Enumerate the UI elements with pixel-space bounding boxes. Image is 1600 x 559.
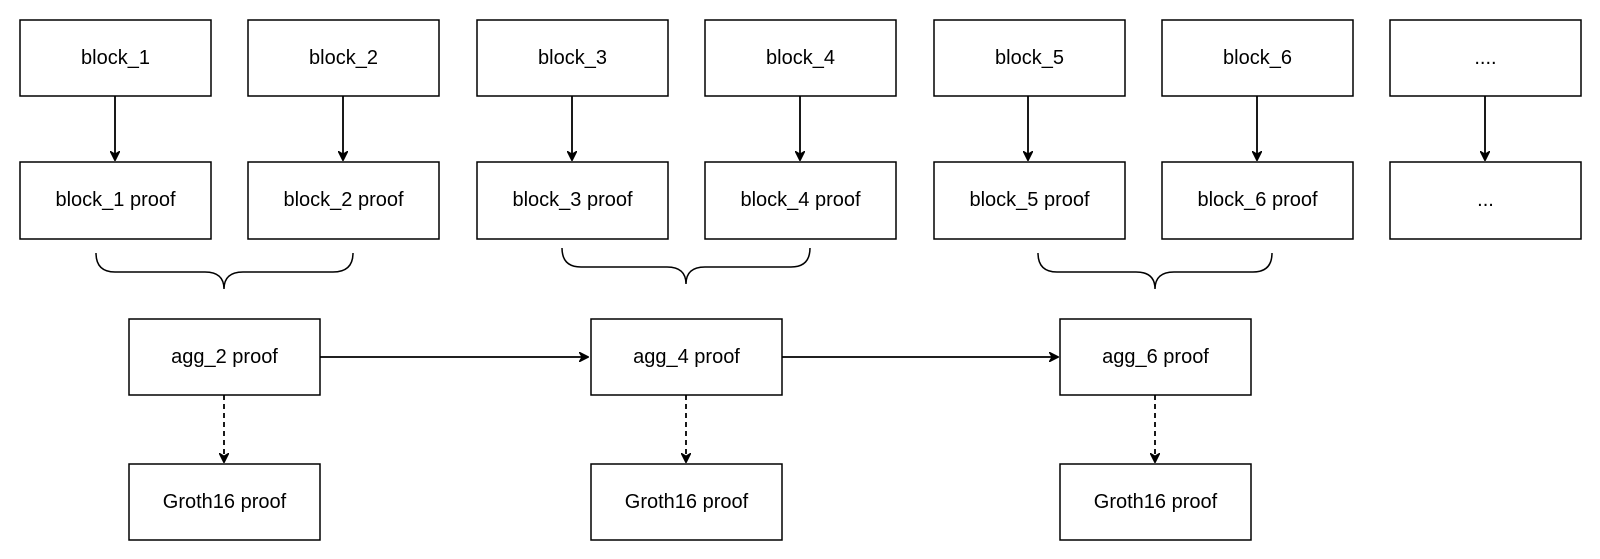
node-label: block_6 proof (1197, 189, 1318, 211)
node-label: block_2 (309, 47, 378, 69)
node-label: block_4 (766, 47, 835, 69)
node-label: agg_4 proof (633, 346, 740, 368)
node-block_2: block_2 (247, 19, 440, 97)
brace-group-3 (1037, 252, 1273, 290)
node-block_1: block_1 (19, 19, 212, 97)
node-label: agg_2 proof (171, 346, 278, 368)
node-label: .... (1474, 47, 1496, 69)
node-block_5: block_5 (933, 19, 1126, 97)
node-block-more: .... (1389, 19, 1582, 97)
node-label: block_1 (81, 47, 150, 69)
node-label: block_4 proof (740, 189, 861, 211)
node-label: ... (1477, 189, 1494, 211)
node-agg_2-proof: agg_2 proof (128, 318, 321, 396)
node-block_5-proof: block_5 proof (933, 161, 1126, 240)
node-block_6: block_6 (1161, 19, 1354, 97)
node-block_4-proof: block_4 proof (704, 161, 897, 240)
brace-group-2 (561, 247, 811, 285)
node-block_1-proof: block_1 proof (19, 161, 212, 240)
node-groth16-proof-2: Groth16 proof (590, 463, 783, 541)
node-label: block_1 proof (55, 189, 176, 211)
node-label: block_3 proof (512, 189, 633, 211)
node-label: block_3 (538, 47, 607, 69)
node-label: agg_6 proof (1102, 346, 1209, 368)
node-groth16-proof-1: Groth16 proof (128, 463, 321, 541)
node-label: block_5 (995, 47, 1064, 69)
node-label: block_2 proof (283, 189, 404, 211)
node-block_3-proof: block_3 proof (476, 161, 669, 240)
node-proof-more: ... (1389, 161, 1582, 240)
node-agg_6-proof: agg_6 proof (1059, 318, 1252, 396)
node-block_2-proof: block_2 proof (247, 161, 440, 240)
node-label: Groth16 proof (1094, 491, 1218, 513)
node-label: Groth16 proof (163, 491, 287, 513)
node-label: block_6 (1223, 47, 1292, 69)
node-groth16-proof-3: Groth16 proof (1059, 463, 1252, 541)
node-label: block_5 proof (969, 189, 1090, 211)
node-agg_4-proof: agg_4 proof (590, 318, 783, 396)
node-block_4: block_4 (704, 19, 897, 97)
brace-group-1 (95, 252, 354, 290)
node-label: Groth16 proof (625, 491, 749, 513)
node-block_6-proof: block_6 proof (1161, 161, 1354, 240)
node-block_3: block_3 (476, 19, 669, 97)
